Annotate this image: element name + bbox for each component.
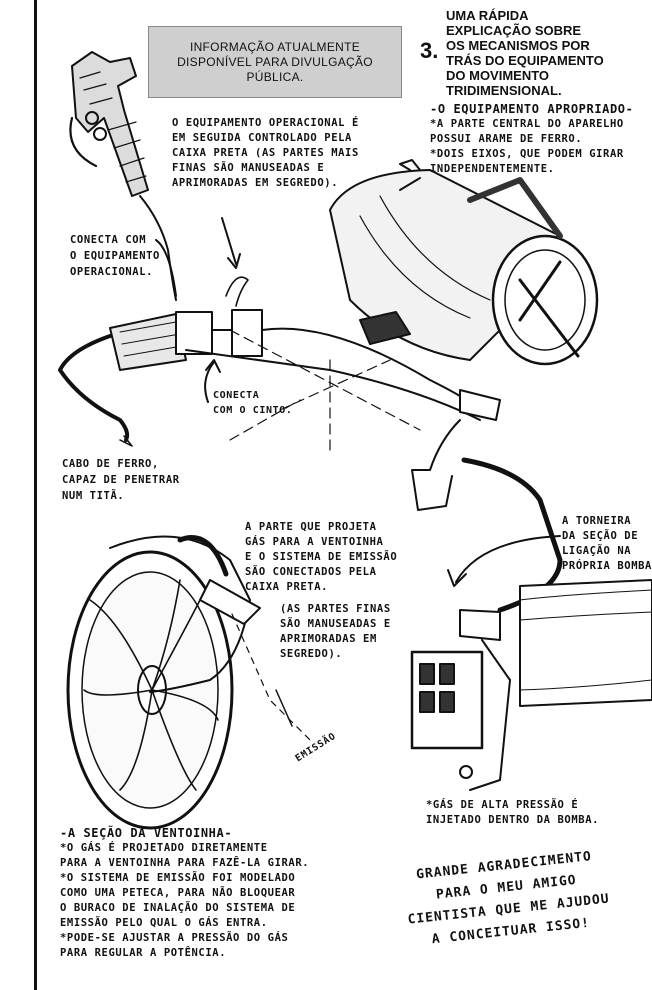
note-line: EM SEGUIDA CONTROLADO PELA [172, 132, 352, 144]
banner-line: INFORMAÇÃO ATUALMENTE [189, 39, 361, 54]
label-line: CABO DE FERRO, [62, 458, 159, 470]
note-line: PARA REGULAR A POTÊNCIA. [60, 947, 227, 959]
note-line: *DOIS EIXOS, QUE PODEM GIRAR [430, 148, 624, 160]
label-line: NUM TITÃ. [62, 490, 125, 502]
label-line: (AS PARTES FINAS [280, 603, 391, 615]
label-line: OPERACIONAL. [70, 266, 154, 278]
panel-border [34, 0, 37, 990]
axis-lines [229, 329, 421, 451]
note-line: CAIXA PRETA (AS PARTES MAIS [172, 147, 359, 159]
note-line: O BURACO DE INALAÇÃO DO SISTEMA DE [60, 902, 296, 914]
label-line: CAPAZ DE PENETRAR [62, 474, 180, 486]
label-line: CONECTA [213, 390, 260, 401]
label-line: GÁS PARA A VENTOINHA [245, 536, 384, 548]
title-line: UMA RÁPIDA [446, 8, 529, 23]
label-line: PRÓPRIA BOMBA. [562, 560, 652, 572]
connects-equipment-label: CONECTA COM O EQUIPAMENTO OPERACIONAL. [70, 232, 160, 280]
info-banner: INFORMAÇÃO ATUALMENTE DISPONÍVEL PARA DI… [148, 26, 402, 98]
label-line: LIGAÇÃO NA [562, 545, 632, 557]
operational-note: O EQUIPAMENTO OPERACIONAL É EM SEGUIDA C… [172, 116, 359, 191]
connects-belt-label: CONECTA COM O CINTO. [213, 388, 292, 418]
page-title: UMA RÁPIDA EXPLICAÇÃO SOBRE OS MECANISMO… [446, 8, 604, 98]
note-line: *GÁS DE ALTA PRESSÃO É [426, 799, 579, 811]
note-line: O EQUIPAMENTO OPERACIONAL É [172, 117, 359, 129]
note-line: INJETADO DENTRO DA BOMBA. [426, 814, 600, 826]
note-line: POSSUI ARAME DE FERRO. [430, 133, 583, 145]
high-pressure-note: *GÁS DE ALTA PRESSÃO É INJETADO DENTRO D… [426, 798, 599, 828]
faucet-label: A TORNEIRA DA SEÇÃO DE LIGAÇÃO NA PRÓPRI… [562, 514, 652, 574]
title-line: TRIDIMENSIONAL. [446, 83, 562, 98]
label-line: SEGREDO). [280, 648, 343, 660]
fan-section-note: -A SEÇÃO DA VENTOINHA- *O GÁS É PROJETAD… [60, 826, 309, 961]
fine-parts-label: (AS PARTES FINAS SÃO MANUSEADAS E APRIMO… [280, 602, 391, 662]
iron-cable-label: CABO DE FERRO, CAPAZ DE PENETRAR NUM TIT… [62, 456, 180, 504]
note-line: COMO UMA PETECA, PARA NÃO BLOQUEAR [60, 887, 296, 899]
label-line: DA SEÇÃO DE [562, 530, 639, 542]
note-line: *O GÁS É PROJETADO DIRETAMENTE [60, 842, 268, 854]
banner-line: PÚBLICA. [246, 69, 304, 84]
note-heading: -O EQUIPAMENTO APROPRIADO- [430, 102, 634, 116]
label-line: SÃO CONECTADOS PELA [245, 566, 377, 578]
note-line: INDEPENDENTEMENTE. [430, 163, 555, 175]
label-line: COM O CINTO. [213, 405, 293, 416]
note-line: *PODE-SE AJUSTAR A PRESSÃO DO GÁS [60, 932, 289, 944]
label-line: E O SISTEMA DE EMISSÃO [245, 551, 398, 563]
canister-drawing [329, 159, 599, 613]
note-line: *A PARTE CENTRAL DO APARELHO [430, 118, 624, 130]
note-heading: -A SEÇÃO DA VENTOINHA- [60, 826, 233, 840]
fan-drawing [66, 535, 311, 830]
label-line: SÃO MANUSEADAS E [280, 618, 391, 630]
note-line: *O SISTEMA DE EMISSÃO FOI MODELADO [60, 872, 296, 884]
label-line: CONECTA COM [70, 234, 147, 246]
title-line: TRÁS DO EQUIPAMENTO [446, 53, 604, 68]
note-line: EMISSÃO PELO QUAL O GÁS ENTRA. [60, 917, 268, 929]
title-line: OS MECANISMOS POR [446, 38, 590, 53]
banner-line: DISPONÍVEL PARA DIVULGAÇÃO [177, 54, 373, 69]
title-line: EXPLICAÇÃO SOBRE [446, 23, 582, 38]
label-line: A PARTE QUE PROJETA [245, 521, 377, 533]
label-line: O EQUIPAMENTO [70, 250, 160, 262]
note-line: FINAS SÃO MANUSEADAS E [172, 162, 325, 174]
title-line: DO MOVIMENTO [446, 68, 550, 83]
label-line: A TORNEIRA [562, 515, 632, 527]
note-line: APRIMORADAS EM SEGREDO). [172, 177, 339, 189]
pointer-arrows [155, 177, 561, 587]
label-line: CAIXA PRETA. [245, 581, 329, 593]
label-line: APRIMORADAS EM [280, 633, 377, 645]
proper-equipment-note: -O EQUIPAMENTO APROPRIADO- *A PARTE CENT… [430, 102, 633, 177]
handle-drawing [69, 51, 177, 301]
note-line: PARA A VENTOINHA PARA FAZÊ-LA GIRAR. [60, 857, 310, 869]
projecting-part-label: A PARTE QUE PROJETA GÁS PARA A VENTOINHA… [245, 520, 397, 595]
section-number: 3. [420, 38, 439, 63]
pump-drawing [410, 579, 652, 791]
